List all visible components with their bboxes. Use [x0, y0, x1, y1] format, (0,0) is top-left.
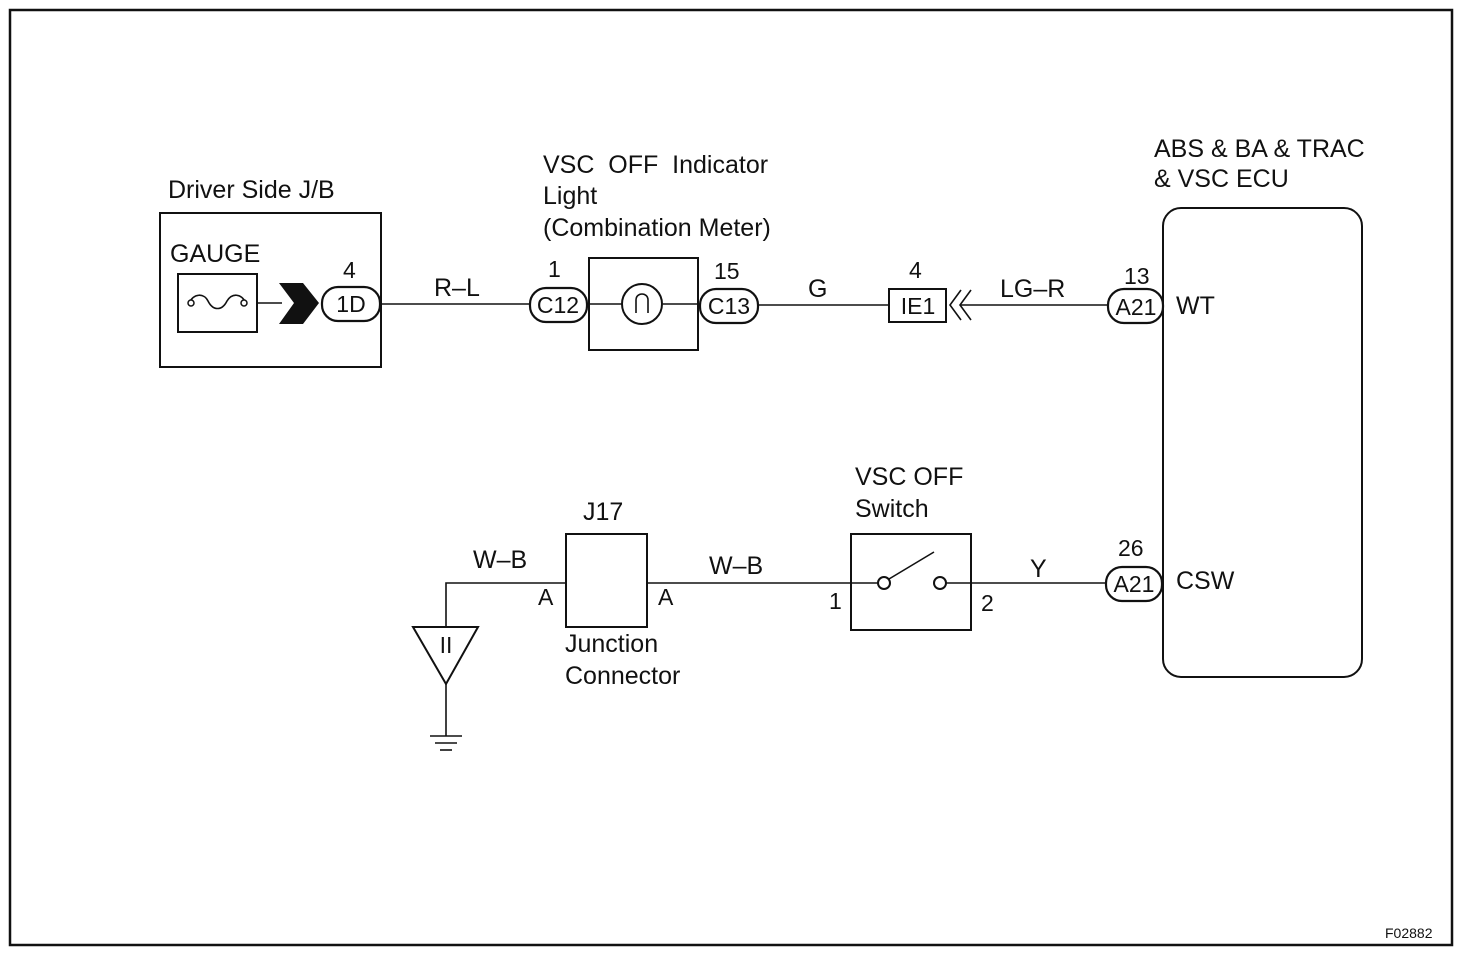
ie1-pin-number: 4 [909, 257, 922, 283]
ecu-wt-connector-pill [1106, 287, 1165, 325]
junction-label-line2: Connector [565, 662, 680, 690]
c13-connector-code: C13 [708, 293, 750, 319]
switch-contact-right [933, 576, 947, 590]
wire-label-y: Y [1030, 555, 1047, 583]
jb-connector-arrow-icon [279, 283, 319, 324]
switch-pin-left: 1 [829, 588, 842, 614]
bulb-icon [621, 283, 663, 325]
bulb-filament [635, 293, 649, 313]
junction-pin-left: A [538, 584, 554, 610]
ecu-csw-terminal-label: CSW [1176, 567, 1235, 595]
diagram-frame [8, 8, 1454, 947]
junction-label-line1: Junction [565, 630, 658, 658]
junction-box [565, 533, 648, 628]
ecu-csw-pin-number: 26 [1118, 535, 1144, 561]
wire-label-w-b-left: W–B [473, 546, 527, 574]
indicator-title-line1: VSC OFF Indicator [543, 151, 768, 179]
driver-jb-title: Driver Side J/B [168, 176, 335, 204]
ecu-box [1162, 207, 1363, 678]
switch-contact-left [877, 576, 891, 590]
wire-label-g: G [808, 275, 827, 303]
ecu-csw-connector-code: A21 [1114, 571, 1155, 597]
fuse-icon [188, 294, 247, 310]
ecu-wt-pin-number: 13 [1124, 263, 1150, 289]
wire-label-w-b-right: W–B [709, 552, 763, 580]
junction-pin-right: A [658, 584, 674, 610]
c12-pin-number: 1 [548, 256, 561, 282]
ecu-wt-connector-code: A21 [1116, 294, 1157, 320]
figure-code: F02882 [1385, 925, 1433, 941]
ecu-csw-connector-pill [1104, 565, 1164, 603]
gauge-fuse-label: GAUGE [170, 240, 260, 268]
ecu-title-line2: & VSC ECU [1154, 165, 1289, 193]
jb-pin-number: 4 [343, 257, 356, 283]
wire-label-r-l: R–L [434, 274, 480, 302]
switch-box [850, 533, 972, 631]
switch-pin-right: 2 [981, 590, 994, 616]
ground-point-triangle [411, 626, 480, 687]
ground-point-id: II [440, 632, 453, 658]
ecu-title-line1: ABS & BA & TRAC [1154, 135, 1365, 163]
ecu-wt-terminal-label: WT [1176, 292, 1215, 320]
wire-label-lg-r: LG–R [1000, 275, 1065, 303]
jb-connector-code: 1D [336, 291, 365, 317]
indicator-title-line3: (Combination Meter) [543, 214, 771, 242]
ie1-connector-box [888, 288, 947, 323]
switch-title-line2: Switch [855, 495, 929, 523]
indicator-title-line2: Light [543, 182, 597, 210]
wire-w-b-left [445, 582, 566, 627]
switch-blade-icon [888, 551, 935, 580]
ie1-connector-code: IE1 [901, 293, 936, 319]
switch-title-line1: VSC OFF [855, 463, 963, 491]
junction-id: J17 [583, 498, 623, 526]
c13-connector-pill [698, 287, 760, 325]
c12-connector-pill [528, 286, 589, 324]
fuse-terminal-left [187, 299, 195, 307]
c12-connector-code: C12 [537, 292, 579, 318]
fuse-terminal-right [240, 299, 248, 307]
c13-pin-number: 15 [714, 258, 740, 284]
ie1-male-terminal-icon [949, 289, 972, 321]
